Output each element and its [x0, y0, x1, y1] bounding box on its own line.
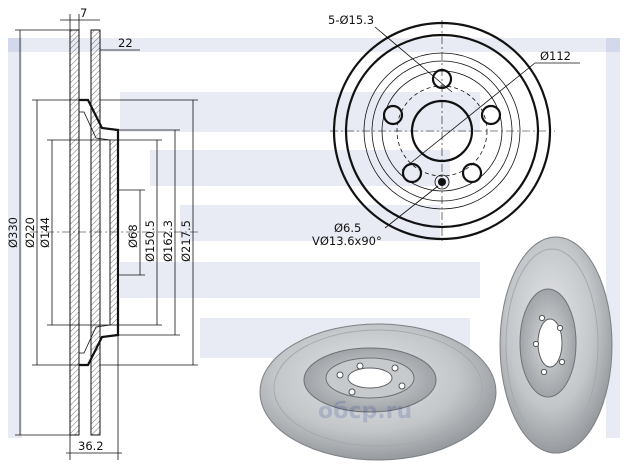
label-bolt-holes: 5-Ø15.3 — [328, 13, 374, 27]
bolt-hole — [461, 162, 483, 184]
label-bolt-circle: Ø112 — [540, 49, 571, 63]
dim-thickness-top: 7 — [80, 6, 87, 20]
disc-photo-flat: oбсp.ru — [259, 323, 497, 461]
dim-friction-inner: Ø220 — [23, 217, 37, 248]
dim-hub-162: Ø162.3 — [161, 220, 175, 262]
dim-center-bore: Ø68 — [126, 224, 140, 248]
dim-hat-diameter: Ø144 — [38, 217, 52, 248]
dim-hat-depth: 22 — [118, 36, 133, 50]
dim-overall-width: 36.2 — [78, 439, 104, 453]
front-view: 5-Ø15.3 Ø112 Ø6.5 VØ13.6x90° — [312, 13, 580, 248]
watermark-logo — [8, 38, 620, 438]
bolt-hole — [480, 104, 502, 126]
dim-hub-150: Ø150.5 — [143, 220, 157, 262]
cross-section-view: 7 22 Ø330 Ø220 Ø144 Ø68 Ø150.5 Ø162.3 Ø2 — [6, 6, 200, 460]
label-countersink: VØ13.6x90° — [312, 234, 382, 248]
dim-hub-217: Ø217.5 — [179, 220, 193, 262]
disc-photo-angled — [499, 236, 613, 454]
bolt-hole — [401, 162, 423, 184]
watermark-site: oбсp.ru — [318, 399, 412, 424]
dim-outer-diameter: Ø330 — [6, 217, 20, 248]
bolt-hole — [382, 104, 404, 126]
label-small-hole: Ø6.5 — [334, 221, 361, 235]
